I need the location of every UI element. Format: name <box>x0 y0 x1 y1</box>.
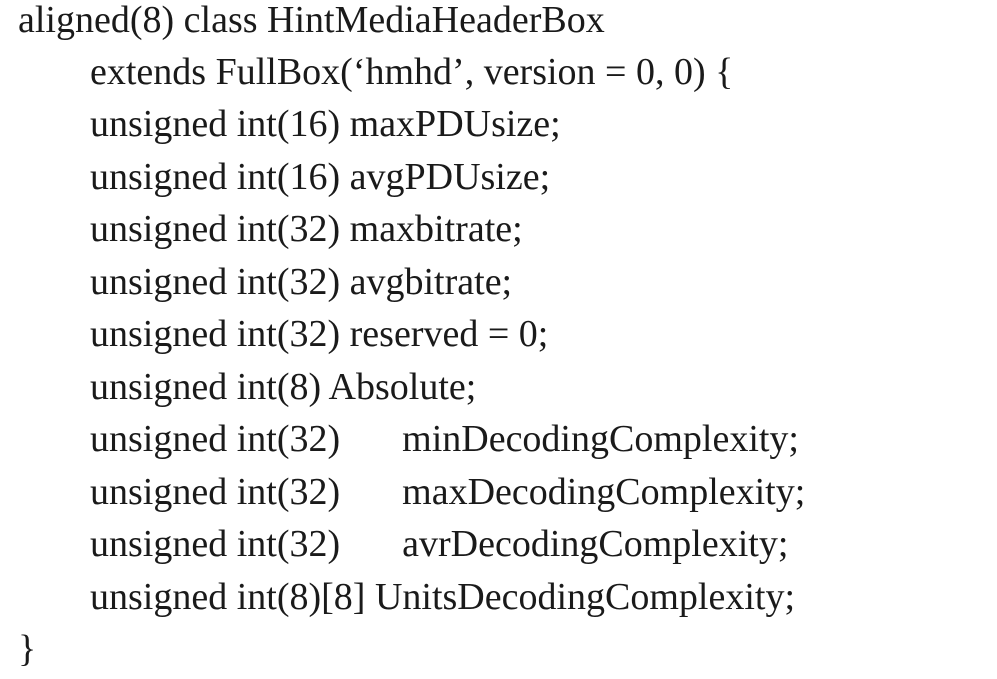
closing-brace: } <box>18 623 36 676</box>
field-max-bitrate: unsigned int(32) maxbitrate; <box>90 203 523 256</box>
field-absolute: unsigned int(8) Absolute; <box>90 361 476 414</box>
field-name: minDecodingComplexity; <box>402 413 799 466</box>
field-max-decoding-complexity: unsigned int(32) maxDecodingComplexity; <box>90 466 805 519</box>
field-avr-decoding-complexity: unsigned int(32) avrDecodingComplexity; <box>90 518 788 571</box>
extends-line: extends FullBox(‘hmhd’, version = 0, 0) … <box>90 46 733 99</box>
field-max-pdu-size: unsigned int(16) maxPDUsize; <box>90 98 561 151</box>
field-type: unsigned int(32) <box>90 413 340 466</box>
field-type: unsigned int(32) <box>90 518 340 571</box>
field-name: avrDecodingComplexity; <box>402 518 788 571</box>
field-units-decoding-complexity: unsigned int(8)[8] UnitsDecodingComplexi… <box>90 571 795 624</box>
field-min-decoding-complexity: unsigned int(32) minDecodingComplexity; <box>90 413 799 466</box>
field-avg-bitrate: unsigned int(32) avgbitrate; <box>90 256 512 309</box>
field-type: unsigned int(32) <box>90 466 340 519</box>
class-declaration-line: aligned(8) class HintMediaHeaderBox <box>18 0 605 47</box>
field-avg-pdu-size: unsigned int(16) avgPDUsize; <box>90 151 550 204</box>
field-name: maxDecodingComplexity; <box>402 466 805 519</box>
field-reserved: unsigned int(32) reserved = 0; <box>90 308 548 361</box>
